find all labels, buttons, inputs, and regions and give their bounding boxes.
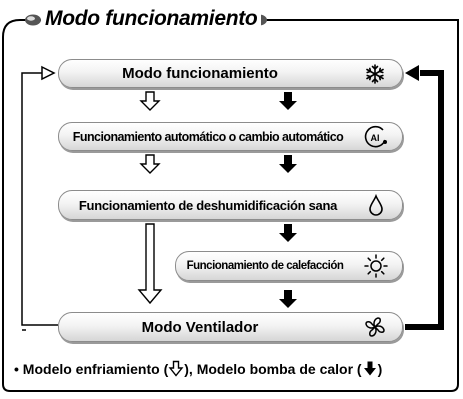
cooling-long-arrow <box>137 223 163 305</box>
mode-label: Modo Ventilador <box>141 318 259 336</box>
mode-item-auto: Funcionamiento automático o cambio autom… <box>58 122 403 151</box>
legend-closing: ) <box>377 361 383 377</box>
mode-item-fan: Modo Ventilador <box>58 312 403 342</box>
cooling-arrow <box>139 154 161 174</box>
heatpump-arrow <box>279 224 297 242</box>
mode-label: Funcionamiento automático o cambio autom… <box>72 129 344 144</box>
legend-separator: ), Modelo bomba de calor ( <box>184 361 362 377</box>
mode-item-operation: Modo funcionamiento <box>58 59 403 88</box>
heatpump-arrow <box>279 155 297 173</box>
fan-icon <box>357 313 393 341</box>
mode-label: Modo funcionamiento <box>122 65 278 82</box>
snowflake-icon <box>357 60 393 87</box>
mode-label: Funcionamiento de deshumidificación sana <box>78 197 338 213</box>
title-ornament-left-icon <box>25 14 41 26</box>
droplet-icon <box>359 191 393 219</box>
mode-label: Funcionamiento de calefacción <box>186 260 344 272</box>
left-loop-connector <box>21 65 58 331</box>
auto-icon-text: AI <box>371 133 380 143</box>
heatpump-arrow <box>279 290 297 308</box>
cooling-arrow <box>139 91 161 111</box>
panel-border <box>2 19 459 392</box>
outline-arrow-down-icon <box>168 360 184 377</box>
legend-bullet: • <box>14 361 19 377</box>
auto-ai-icon: AI <box>356 123 396 150</box>
mode-item-heating: Funcionamiento de calefacción <box>175 251 403 281</box>
panel-title: Modo funcionamiento <box>41 2 262 36</box>
sun-icon <box>359 252 393 280</box>
heatpump-arrow <box>279 92 297 110</box>
legend-cooling-text: Modelo enfriamiento ( <box>22 361 169 377</box>
model-legend: • Modelo enfriamiento ( ), Modelo bomba … <box>14 360 454 378</box>
right-loop-connector <box>405 65 444 330</box>
mode-item-dehumidify: Funcionamiento de deshumidificación sana <box>58 190 403 220</box>
solid-arrow-down-icon <box>363 361 376 376</box>
